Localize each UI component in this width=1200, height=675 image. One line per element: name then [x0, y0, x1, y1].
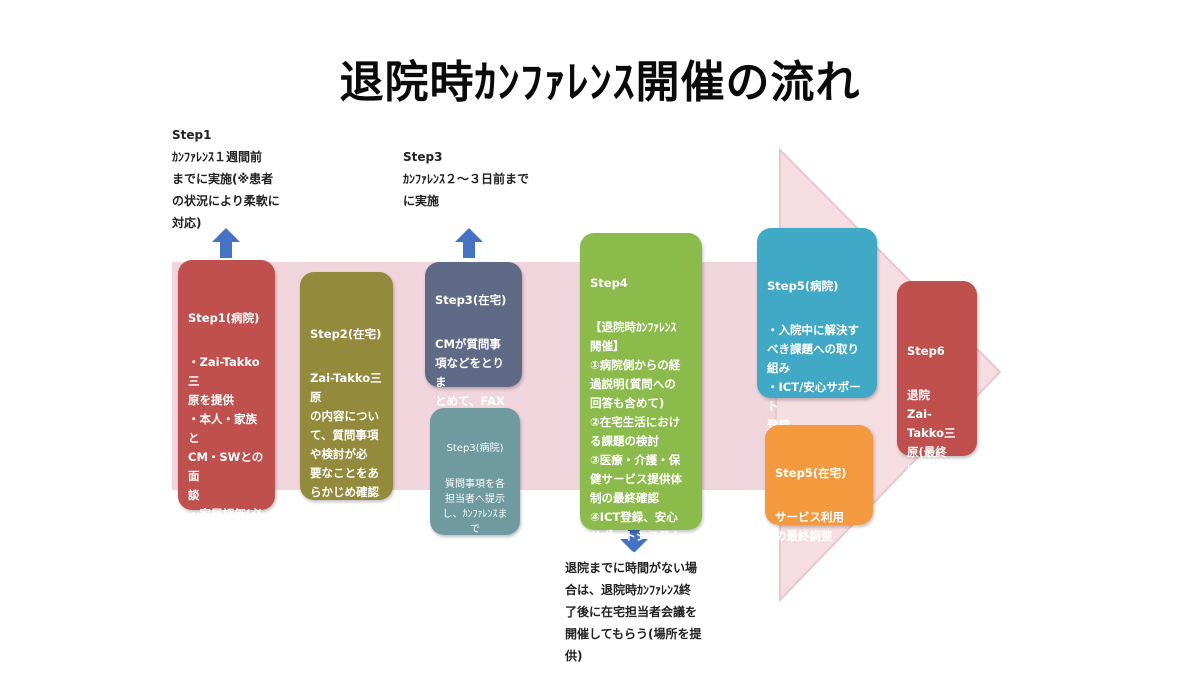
step4-box: Step4 【退院時ｶﾝﾌｧﾚﾝｽ 開催】 ①病院側からの経 過説明(質問への …: [580, 233, 702, 562]
step5-home-body: サービス利用 の最終調整: [775, 510, 844, 543]
step2-body: Zai-Takko三原 の内容につい て、質問事項 や検討が必 要なことをあ ら…: [310, 371, 382, 518]
step1-heading: Step1(病院): [188, 311, 260, 325]
arrow-down-icon: [620, 523, 648, 553]
step3-home-box: Step3(在宅) CMが質問事 項などをとりま とめて、FAX等 で事前に病院…: [425, 262, 522, 465]
step1-note: Step1 ｶﾝﾌｧﾚﾝｽ１週間前 までに実施(※患者 の状況により柔軟に 対応…: [172, 128, 280, 230]
step5-hospital-body: ・入院中に解決す べき課題への取り 組み ・ICT/安心サポート 登録: [767, 323, 861, 432]
step2-heading: Step2(在宅): [310, 327, 382, 341]
step3-home-heading: Step3(在宅): [435, 293, 507, 307]
step5-home-heading: Step5(在宅): [775, 466, 847, 480]
step4-heading: Step4: [590, 276, 628, 290]
step5-hospital-heading: Step5(病院): [767, 279, 839, 293]
step5-hospital-box: Step5(病院) ・入院中に解決す べき課題への取り 組み ・ICT/安心サポ…: [757, 228, 877, 432]
step4-body: 【退院時ｶﾝﾌｧﾚﾝｽ 開催】 ①病院側からの経 過説明(質問への 回答も含めて…: [590, 320, 682, 562]
step2-box: Step2(在宅) Zai-Takko三原 の内容につい て、質問事項 や検討が…: [300, 272, 393, 518]
step1-body: ・Zai-Takko三 原を提供 ・本人・家族と CM・SWとの面 談 ・家屋評…: [188, 355, 264, 578]
arrow-up-icon: [212, 228, 240, 258]
arrow-up-icon: [455, 228, 483, 258]
step5-home-box: Step5(在宅) サービス利用 の最終調整: [765, 425, 873, 543]
step3-hospital-body: 質問事項を各 担当者へ提示 し、ｶﾝﾌｧﾚﾝｽまで に回答を準 備する: [442, 479, 508, 565]
step1-box: Step1(病院) ・Zai-Takko三 原を提供 ・本人・家族と CM・SW…: [178, 260, 275, 578]
step3-note: Step3 ｶﾝﾌｧﾚﾝｽ２～３日前まで に実施: [403, 150, 530, 208]
step3-hospital-heading: Step3(病院): [446, 443, 504, 454]
bottom-note: 退院までに時間がない場 合は、退院時ｶﾝﾌｧﾚﾝｽ終 了後に在宅担当者会議を 開…: [565, 561, 702, 663]
step6-body: 退院 Zai-Takko三 原(最終 版)の提供: [907, 388, 959, 478]
step6-heading: Step6: [907, 344, 945, 358]
page-title: 退院時ｶﾝﾌｧﾚﾝｽ開催の流れ: [339, 57, 861, 108]
step6-box: Step6 退院 Zai-Takko三 原(最終 版)の提供: [897, 281, 977, 478]
step3-hospital-box: Step3(病院) 質問事項を各 担当者へ提示 し、ｶﾝﾌｧﾚﾝｽまで に回答を…: [430, 408, 520, 565]
